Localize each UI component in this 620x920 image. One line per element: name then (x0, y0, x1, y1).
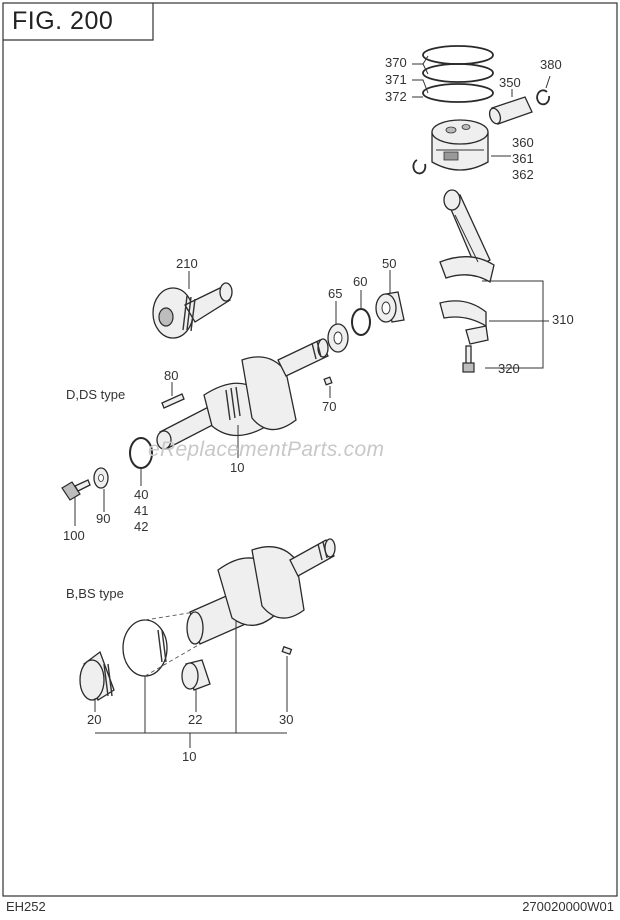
washer-60 (351, 308, 371, 336)
callout-40: 40 (134, 487, 149, 502)
assembly-bracket (95, 620, 287, 748)
callout-90: 90 (96, 511, 111, 526)
governor-gear (152, 282, 233, 339)
snap-ring-right (536, 89, 550, 106)
snap-ring-leader (545, 75, 551, 89)
callout-210: 210 (176, 256, 198, 271)
callout-22: 22 (188, 712, 203, 727)
piston-pin (488, 96, 533, 125)
key-30 (281, 645, 293, 656)
callout-41: 41 (134, 503, 149, 518)
figure-title: FIG. 200 (12, 7, 114, 35)
rod-cap (439, 300, 489, 345)
key-70 (323, 376, 333, 386)
washer-90 (93, 467, 109, 489)
collar-50 (375, 291, 405, 323)
footer-model: EH252 (6, 899, 46, 914)
callout-320: 320 (498, 361, 520, 376)
watermark: eReplacementParts.com (148, 438, 385, 461)
rod-bolt (462, 345, 475, 373)
callout-350: 350 (499, 75, 521, 90)
section-label-ds: D,DS type (66, 387, 126, 402)
callout-372: 372 (385, 89, 407, 104)
title-box (3, 3, 154, 41)
bolt-100 (61, 479, 91, 501)
crankshaft-bs (186, 538, 336, 645)
washer-65 (327, 323, 349, 353)
seal-ring-40 (129, 437, 153, 469)
callout-371: 371 (385, 72, 407, 87)
callout-100: 100 (63, 528, 85, 543)
callout-42: 42 (134, 519, 149, 534)
callout-10-ds: 10 (230, 460, 245, 475)
footer-code: 270020000W01 (522, 899, 614, 914)
callout-10-bs: 10 (182, 749, 197, 764)
callout-65: 65 (328, 286, 343, 301)
piston-rings (422, 45, 494, 103)
crankshaft-ds (156, 338, 329, 450)
callout-20: 20 (87, 712, 102, 727)
callout-60: 60 (353, 274, 368, 289)
piston (431, 119, 489, 171)
callout-50: 50 (382, 256, 397, 271)
callout-310: 310 (552, 312, 574, 327)
callout-30: 30 (279, 712, 294, 727)
snap-ring-left (412, 159, 427, 175)
bearing-20 (79, 650, 115, 701)
callout-370: 370 (385, 55, 407, 70)
section-label-bs: B,BS type (66, 586, 124, 601)
outer-border (2, 2, 618, 897)
collar-22 (181, 659, 211, 691)
callout-380: 380 (540, 57, 562, 72)
connecting-rod (439, 189, 495, 284)
ring-leaders (412, 55, 429, 98)
callout-362: 362 (512, 167, 534, 182)
callout-360: 360 (512, 135, 534, 150)
callout-361: 361 (512, 151, 534, 166)
rod-leaders (482, 280, 549, 369)
callout-80: 80 (164, 368, 179, 383)
pin-80 (161, 393, 185, 409)
callout-70: 70 (322, 399, 337, 414)
